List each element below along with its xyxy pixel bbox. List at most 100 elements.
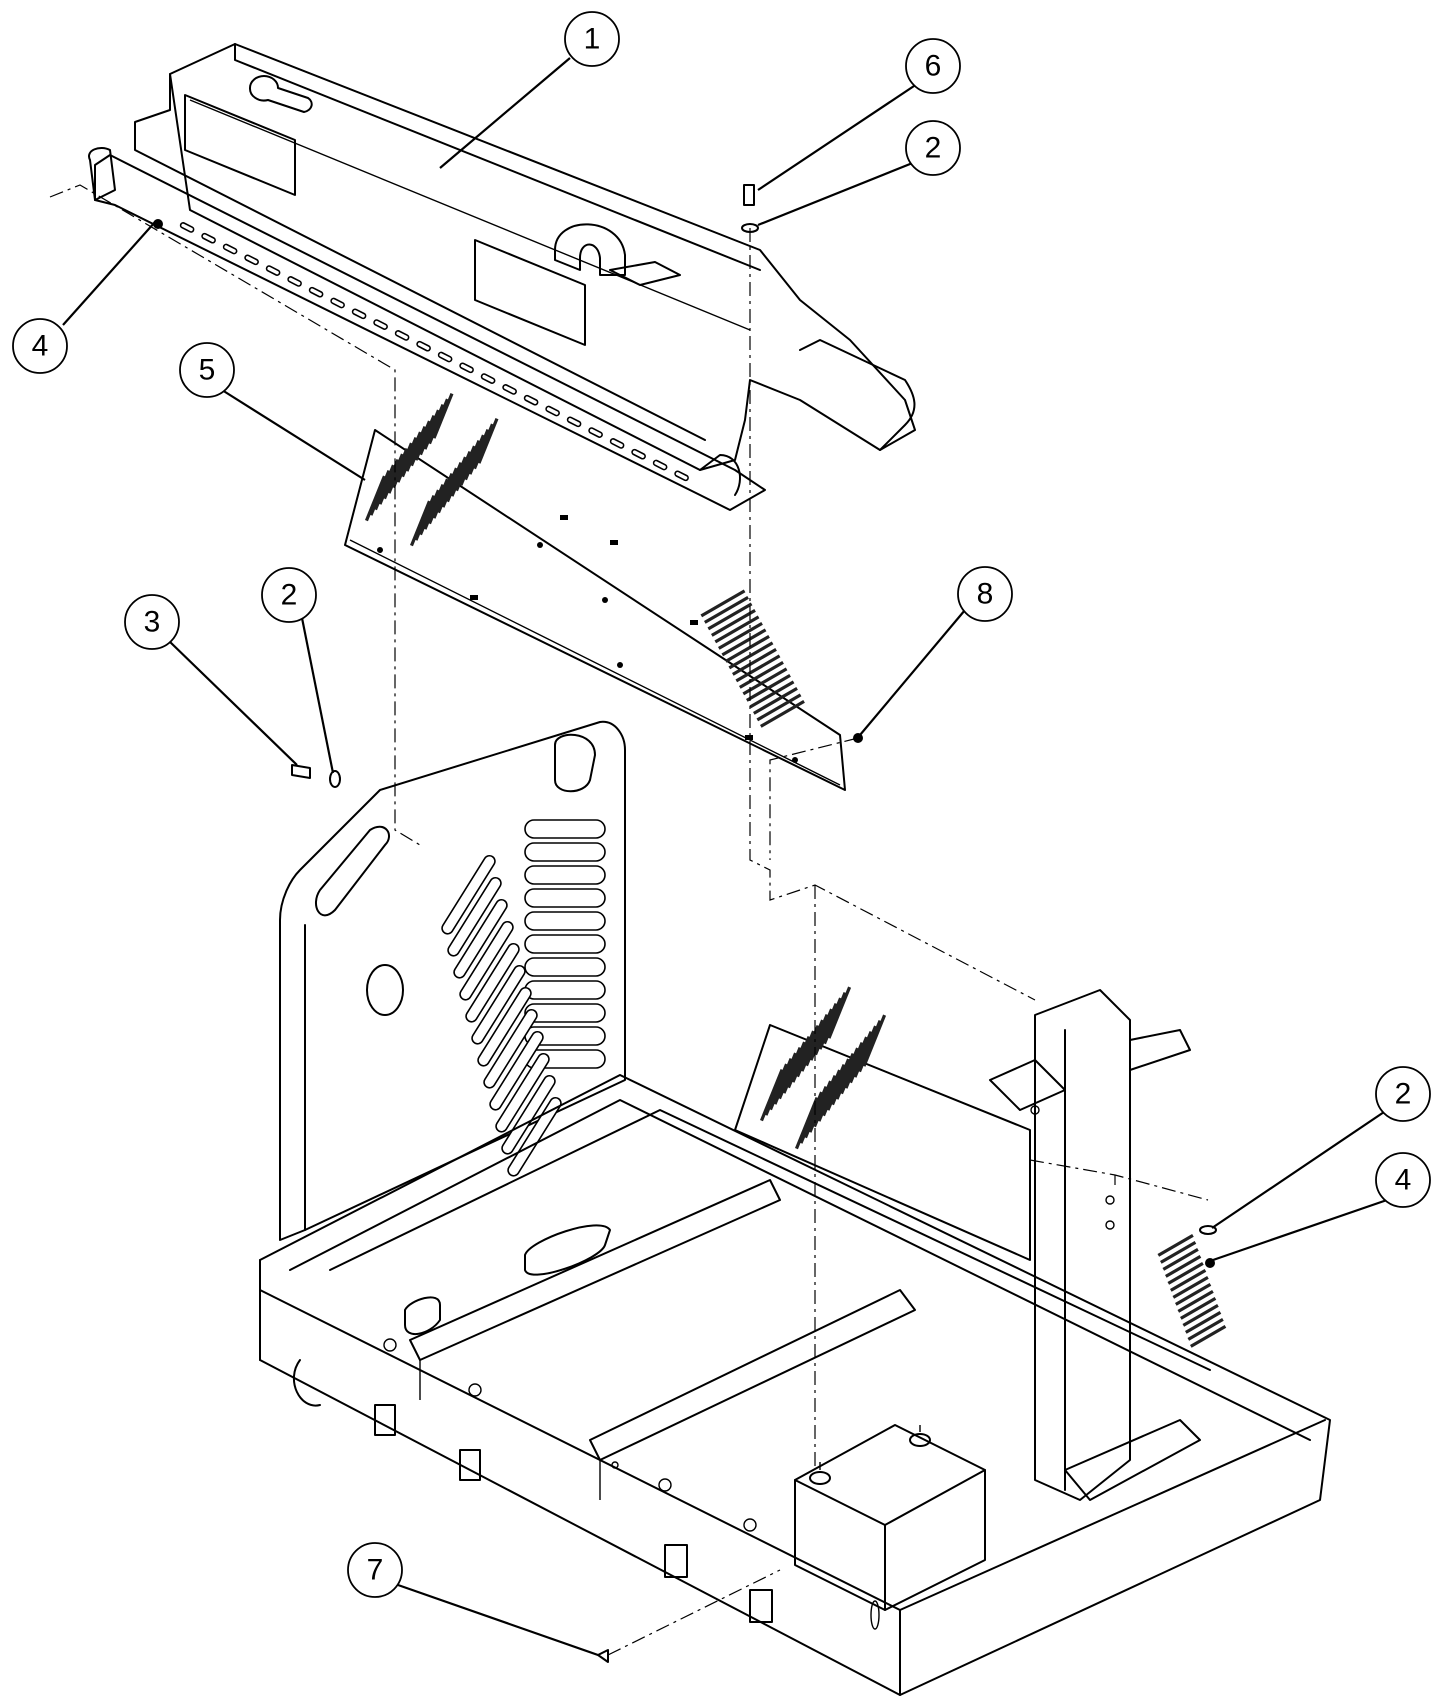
diagonal-slot bbox=[465, 942, 520, 1023]
channel-slot bbox=[373, 319, 388, 330]
diagonal-slot bbox=[489, 1030, 544, 1111]
channel-slot bbox=[416, 340, 431, 352]
louver bbox=[756, 693, 802, 722]
callout-2-mid: 2 bbox=[261, 567, 317, 623]
channel-slot bbox=[609, 438, 625, 449]
louver bbox=[707, 602, 753, 631]
channel-slot bbox=[545, 405, 560, 417]
channel-slot bbox=[287, 276, 302, 287]
callout-3: 3 bbox=[124, 594, 180, 650]
louver bbox=[862, 1014, 887, 1067]
side-panel-slots bbox=[524, 819, 606, 1069]
channel-slot bbox=[201, 232, 216, 244]
louver bbox=[1180, 1297, 1217, 1320]
louver bbox=[721, 628, 767, 657]
louver bbox=[746, 673, 791, 702]
side-slot bbox=[524, 842, 606, 862]
channel-slot bbox=[265, 265, 281, 276]
louver bbox=[1185, 1311, 1222, 1334]
side-slot bbox=[524, 865, 606, 885]
channel-slot bbox=[566, 416, 582, 428]
callout-1: 1 bbox=[564, 11, 620, 67]
channel-slot bbox=[631, 448, 646, 460]
leader-lines bbox=[62, 57, 1388, 1657]
callout-6-label: 6 bbox=[925, 50, 942, 83]
louver bbox=[700, 589, 746, 618]
louver bbox=[717, 622, 763, 650]
louver bbox=[731, 648, 777, 676]
louver bbox=[703, 595, 749, 624]
callout-5-label: 5 bbox=[199, 354, 216, 387]
louver bbox=[710, 609, 756, 637]
callout-4-right-label: 4 bbox=[1395, 1164, 1412, 1197]
side-slot bbox=[524, 819, 606, 839]
callout-1-label: 1 bbox=[584, 23, 601, 56]
side-slot bbox=[524, 888, 606, 908]
callout-2-mid-label: 2 bbox=[281, 579, 298, 612]
upright-post bbox=[989, 989, 1201, 1501]
louver bbox=[1162, 1248, 1199, 1271]
channel-slot bbox=[502, 384, 517, 395]
diagonal-slot bbox=[471, 964, 526, 1045]
louver bbox=[1167, 1262, 1204, 1285]
louver bbox=[1177, 1290, 1214, 1313]
base-frame bbox=[259, 1074, 1331, 1696]
channel-slot bbox=[588, 427, 603, 438]
diagonal-slot bbox=[507, 1096, 562, 1177]
side-slot bbox=[524, 911, 606, 931]
louver bbox=[1157, 1234, 1194, 1257]
diagonal-slot bbox=[495, 1052, 550, 1133]
battery bbox=[794, 1424, 986, 1611]
louver bbox=[753, 687, 798, 715]
diagonal-slot bbox=[447, 876, 502, 957]
channel-slot bbox=[351, 308, 367, 320]
callout-2-right-label: 2 bbox=[1395, 1078, 1412, 1111]
diagonal-slot bbox=[453, 898, 508, 979]
louver bbox=[1175, 1283, 1212, 1306]
rear-vent-panel bbox=[734, 986, 1227, 1348]
diagonal-slot bbox=[501, 1074, 556, 1155]
vent-panel bbox=[344, 392, 846, 791]
louver bbox=[735, 654, 781, 683]
callout-3-label: 3 bbox=[144, 606, 161, 639]
channel-slot bbox=[674, 470, 689, 482]
channel-slot bbox=[437, 351, 453, 363]
louver bbox=[1190, 1325, 1227, 1348]
fasteners bbox=[153, 184, 1217, 1663]
callout-4-left-label: 4 bbox=[32, 330, 49, 363]
callout-4-right: 4 bbox=[1375, 1152, 1431, 1208]
callout-4-left: 4 bbox=[12, 318, 68, 374]
callout-2-top: 2 bbox=[905, 120, 961, 176]
side-panel-diagonal-slots bbox=[441, 854, 562, 1177]
callout-6: 6 bbox=[905, 38, 961, 94]
channel-slots bbox=[179, 222, 689, 482]
callout-5: 5 bbox=[179, 342, 235, 398]
louver bbox=[742, 667, 788, 696]
panel-vents-right bbox=[410, 417, 805, 728]
channel-slot bbox=[330, 297, 345, 309]
channel-slot bbox=[394, 330, 410, 341]
callout-2-top-label: 2 bbox=[925, 132, 942, 165]
louver bbox=[477, 417, 499, 464]
callout-8-label: 8 bbox=[977, 578, 994, 611]
louver bbox=[714, 615, 760, 644]
rear-vents-right bbox=[795, 1014, 887, 1150]
diagonal-slot bbox=[483, 1008, 538, 1089]
louver bbox=[1170, 1269, 1207, 1292]
callout-7: 7 bbox=[347, 1542, 403, 1598]
louver bbox=[827, 986, 852, 1039]
diagonal-slot bbox=[441, 854, 496, 935]
louver bbox=[1172, 1276, 1209, 1299]
channel-slot bbox=[222, 243, 238, 255]
center-lines bbox=[49, 184, 1209, 1656]
diagonal-slot bbox=[459, 920, 514, 1001]
channel-slot bbox=[179, 222, 195, 233]
side-slot bbox=[524, 980, 606, 1000]
louver bbox=[1160, 1241, 1197, 1264]
channel-slot bbox=[523, 394, 539, 406]
panel-vents-left bbox=[365, 392, 454, 522]
channel-slot bbox=[244, 254, 259, 266]
rear-vents-far bbox=[1157, 1234, 1227, 1348]
callout-7-label: 7 bbox=[367, 1554, 384, 1587]
